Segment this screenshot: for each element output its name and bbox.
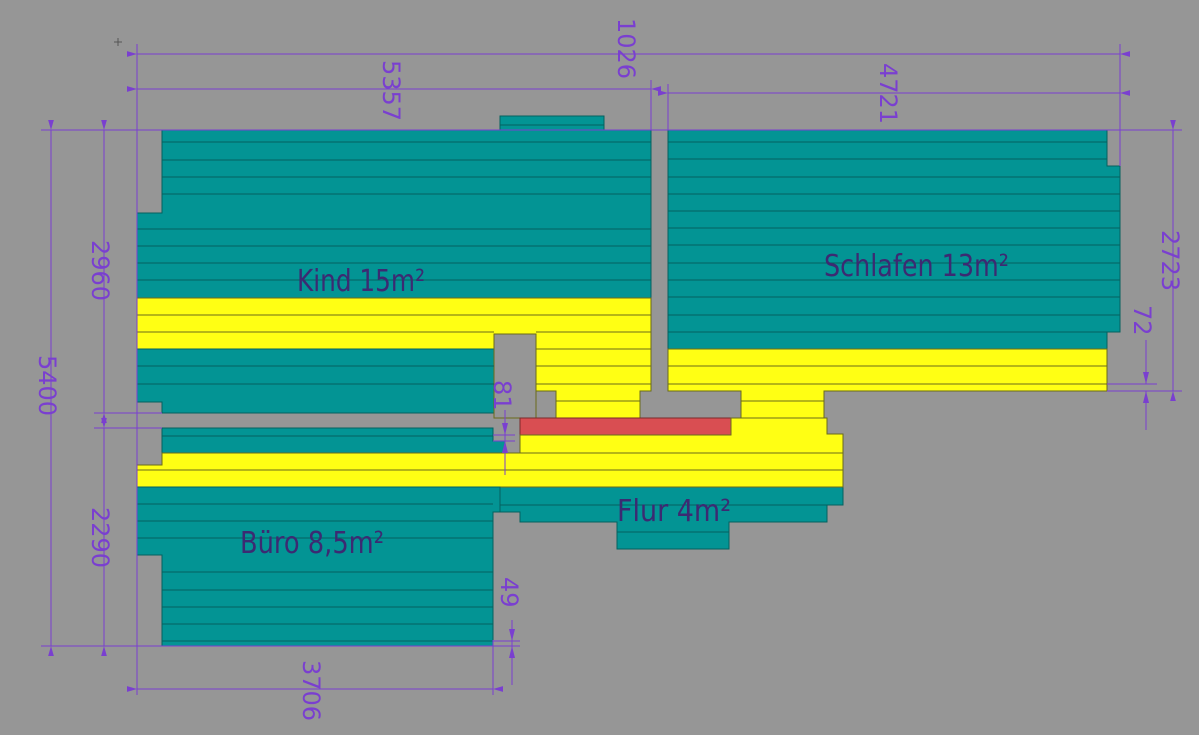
dim-schlafen-width: 4721 <box>874 63 902 124</box>
schlafen-teal <box>667 129 1121 350</box>
room-buero[interactable]: Büro 8,5m² <box>136 427 844 647</box>
room-label-kind: Kind 15m² <box>297 264 425 299</box>
dim-buero-height: 2290 <box>86 507 114 568</box>
kind-teal-bottom <box>136 348 495 414</box>
flur-red-strip <box>519 417 732 436</box>
dim-kind-width: 5357 <box>377 60 405 121</box>
dim-schlafen-offset: 72 <box>1128 305 1156 336</box>
dim-kind-height: 2960 <box>86 240 114 301</box>
room-label-schlafen: Schlafen 13m² <box>824 249 1009 284</box>
kind-yellow-band <box>136 297 652 350</box>
flur-teal <box>499 486 844 550</box>
dim-total-width: 1026 <box>612 18 640 79</box>
dim-total-height: 5400 <box>33 355 61 416</box>
buero-teal-top <box>161 427 506 454</box>
room-label-flur: Flur 4m² <box>617 494 731 529</box>
dim-gap-kind-flur: 81 <box>488 380 516 411</box>
dim-buero-offset: 49 <box>495 577 523 608</box>
dim-buero-width: 3706 <box>297 660 325 721</box>
dimension-arrows <box>502 372 1149 658</box>
buero-teal <box>136 486 501 647</box>
room-label-buero: Büro 8,5m² <box>240 526 384 561</box>
dim-schlafen-height: 2723 <box>1156 230 1184 291</box>
room-kind[interactable]: Kind 15m² <box>136 115 652 419</box>
room-flur[interactable]: Flur 4m² <box>499 417 844 550</box>
dimension-lines <box>41 38 1182 695</box>
room-schlafen[interactable]: Schlafen 13m² <box>667 129 1121 419</box>
